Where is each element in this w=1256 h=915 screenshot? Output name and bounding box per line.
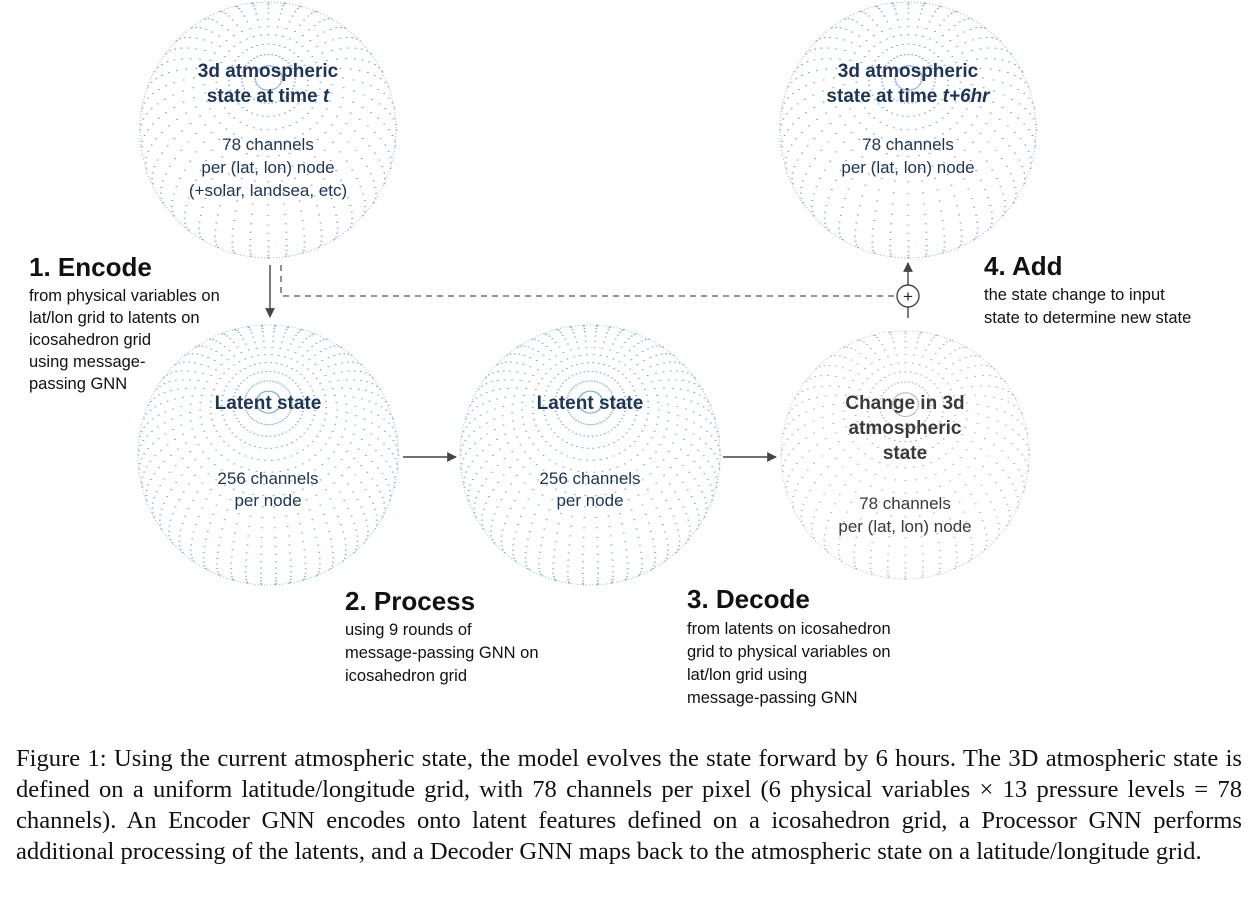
- globe-input-outline: [139, 1, 397, 259]
- decode-line1: from latents on icosahedron: [687, 620, 891, 638]
- change-body-line1: 78 channels: [859, 494, 951, 513]
- decode-line4: message-passing GNN: [687, 689, 858, 707]
- globe-output-dot-texture: [779, 2, 1038, 259]
- encode-line3: icosahedron grid: [29, 331, 151, 349]
- change-title-line2: atmospheric: [849, 418, 962, 439]
- encode-line1: from physical variables on: [29, 287, 220, 305]
- globe-output-outline: [779, 1, 1037, 259]
- output-globe-title-line1: 3d atmospheric: [838, 61, 979, 82]
- model-diagram: + 3d atmospheric state at time t 78 chan…: [29, 1, 1191, 707]
- input-globe-body-line2: per (lat, lon) node: [201, 158, 334, 177]
- encode-heading: 1. Encode: [29, 252, 152, 282]
- globe-input-state: [139, 1, 398, 259]
- change-title-line1: Change in 3d: [845, 393, 964, 414]
- change-body-line2: per (lat, lon) node: [838, 517, 971, 536]
- globe-change-outline: [780, 330, 1030, 580]
- add-line1: the state change to input: [984, 286, 1165, 304]
- globe-latent2-dot-texture: [459, 324, 722, 586]
- input-globe-title-line1: 3d atmospheric: [198, 61, 339, 82]
- globe-input-dot-texture: [139, 2, 398, 259]
- globe-latent1-dot-texture: [137, 324, 400, 586]
- skip-connection-dashed: [280, 265, 896, 297]
- globe-state-change: [780, 330, 1031, 580]
- decode-heading: 3. Decode: [687, 584, 810, 614]
- latent2-title: Latent state: [537, 393, 644, 414]
- encode-line4: using message-: [29, 353, 145, 371]
- add-node-symbol: +: [903, 287, 913, 306]
- change-title-line3: state: [883, 443, 927, 464]
- input-globe-body-line1: 78 channels: [222, 135, 314, 154]
- add-line2: state to determine new state: [984, 309, 1191, 327]
- output-globe-body-line1: 78 channels: [862, 135, 954, 154]
- process-line1: using 9 rounds of: [345, 621, 472, 639]
- decode-line3: lat/lon grid using: [687, 666, 807, 684]
- globe-latent2-outline: [459, 324, 721, 586]
- process-heading: 2. Process: [345, 586, 475, 616]
- latent1-body-line2: per node: [234, 491, 301, 510]
- process-line2: message-passing GNN on: [345, 644, 539, 662]
- figure-caption: Figure 1: Using the current atmospheric …: [16, 745, 1242, 865]
- latent2-body-line2: per node: [556, 491, 623, 510]
- globe-change-dot-texture: [780, 331, 1031, 580]
- latent1-title: Latent state: [215, 393, 322, 414]
- globe-output-state: [779, 1, 1038, 259]
- encode-line2: lat/lon grid to latents on: [29, 309, 200, 327]
- globe-latent-state-processed: [459, 324, 722, 586]
- output-globe-body-line2: per (lat, lon) node: [841, 158, 974, 177]
- decode-line2: grid to physical variables on: [687, 643, 891, 661]
- globe-latent-state-encoded: [137, 324, 400, 586]
- latent2-body-line1: 256 channels: [539, 469, 640, 488]
- latent1-body-line1: 256 channels: [217, 469, 318, 488]
- input-globe-title-line2: state at time t: [207, 86, 330, 107]
- process-line3: icosahedron grid: [345, 667, 467, 685]
- output-globe-title-line2: state at time t+6hr: [826, 86, 991, 107]
- add-heading: 4. Add: [984, 251, 1062, 281]
- encode-line5: passing GNN: [29, 375, 127, 393]
- input-globe-body-line3: (+solar, landsea, etc): [189, 181, 347, 200]
- globe-latent1-outline: [137, 324, 399, 586]
